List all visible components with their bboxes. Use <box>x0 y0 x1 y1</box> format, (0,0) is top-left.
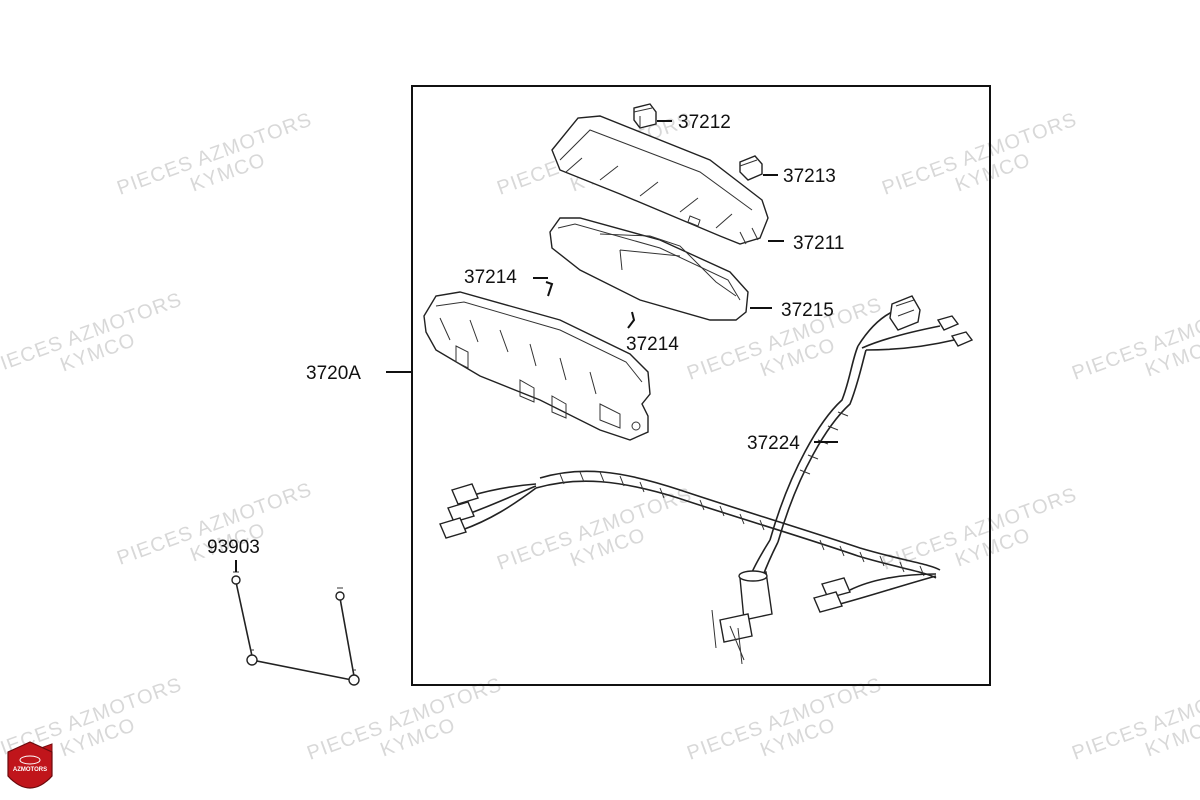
logo-text: AZMOTORS <box>13 767 47 773</box>
brand-logo: AZMOTORS <box>7 741 53 789</box>
label-37214-lower: 37214 <box>626 334 679 355</box>
watermark-text: PIECES AZMOTORS <box>1069 674 1200 765</box>
label-37211: 37211 <box>793 233 844 254</box>
label-37213: 37213 <box>783 166 836 187</box>
part-37214-pin[interactable] <box>545 281 554 297</box>
part-37224-wire-harness[interactable] <box>439 295 974 665</box>
part-37215-lens[interactable] <box>549 217 749 321</box>
part-93903-screws[interactable] <box>231 571 360 686</box>
leader-lines <box>235 120 838 572</box>
label-37214-upper: 37214 <box>464 267 517 288</box>
label-93903: 93903 <box>207 537 260 558</box>
label-3720A: 3720A <box>306 363 361 384</box>
watermark-layer: PIECES AZMOTORS KYMCO PIECES AZMOTORS KY… <box>0 109 1200 765</box>
label-37212: 37212 <box>678 112 731 133</box>
label-37224: 37224 <box>747 433 800 454</box>
label-37215: 37215 <box>781 300 834 321</box>
part-37213-knob[interactable] <box>739 155 763 181</box>
part-37211-upper-case[interactable] <box>551 115 769 245</box>
part-37212-knob[interactable] <box>633 103 657 129</box>
part-37214-pin[interactable] <box>627 311 636 329</box>
watermark-text: PIECES AZMOTORS <box>1069 294 1200 385</box>
assembly-frame <box>411 85 991 686</box>
part-3720A-meter-body[interactable] <box>423 291 651 441</box>
